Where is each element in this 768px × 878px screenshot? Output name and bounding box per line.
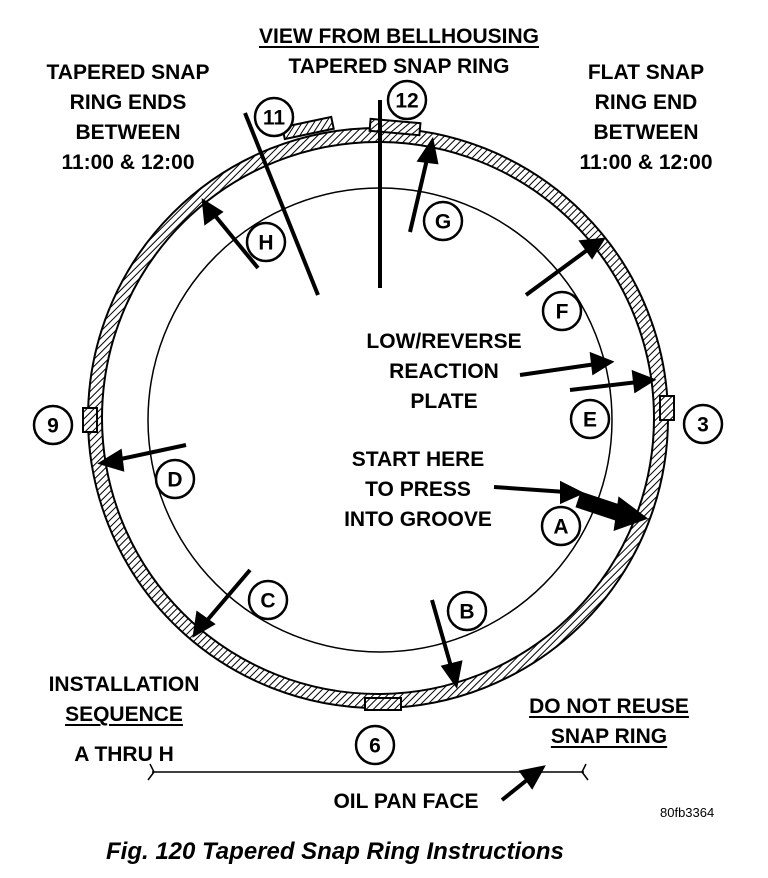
seq-c-label: C (260, 590, 275, 613)
reuse-label-line-2: SNAP RING (550, 725, 668, 748)
seq-e-circle (569, 398, 611, 440)
start-label-line-2: TO PRESS (365, 478, 471, 501)
tapered-note-line-1: TAPERED SNAP (46, 61, 210, 84)
clock-12-label: 12 (395, 90, 418, 113)
oil-pan-face-line (147, 763, 589, 781)
clock-6-circle (354, 724, 396, 766)
seq-a-circle (540, 505, 582, 547)
sequence-circles (154, 200, 611, 632)
plate-label-line-2: REACTION (389, 360, 499, 383)
clock-9-circle (32, 404, 74, 446)
clock-3-circle (682, 403, 724, 445)
seq-e-label: E (583, 409, 597, 432)
clock-11-circle (253, 96, 295, 138)
start-label: START HERE TO PRESS INTO GROOVE (318, 445, 518, 535)
seq-a-label: A (553, 516, 568, 539)
plate-label: LOW/REVERSE REACTION PLATE (334, 327, 554, 417)
tapered-note-line-2: RING ENDS (69, 91, 187, 114)
seq-h-circle (245, 221, 287, 263)
plate-label-line-3: PLATE (410, 390, 478, 413)
seq-f-label: F (556, 301, 569, 324)
start-label-line-3: INTO GROOVE (344, 508, 492, 531)
install-label-line-1: INSTALLATION (48, 673, 200, 696)
plate-label-line-1: LOW/REVERSE (366, 330, 522, 353)
seq-g-circle (422, 200, 464, 242)
seq-c-circle (247, 579, 289, 621)
view-title: VIEW FROM BELLHOUSING (259, 25, 539, 48)
clock-6-label: 6 (369, 735, 381, 758)
tapered-note-line-3: BETWEEN (75, 121, 181, 144)
install-label-line-3: A THRU H (74, 743, 174, 766)
clock-9-label: 9 (47, 415, 59, 438)
flat-note-line-1: FLAT SNAP (587, 61, 705, 84)
seq-g-label: G (435, 211, 451, 234)
tapered-note-line-4: 11:00 & 12:00 (61, 151, 195, 174)
tapered-end-line (243, 112, 320, 296)
seq-h-label: H (258, 232, 273, 255)
seq-f-circle (541, 290, 583, 332)
ring-title: TAPERED SNAP RING (288, 55, 510, 78)
reuse-label-line-1: DO NOT REUSE (529, 695, 689, 718)
flat-note-line-3: BETWEEN (593, 121, 699, 144)
clock-11-label: 11 (263, 107, 286, 130)
clock-3-label: 3 (697, 414, 709, 437)
seq-b-circle (446, 590, 488, 632)
figure-code: 80fb3364 (660, 805, 715, 820)
clock-12-circle (386, 79, 428, 121)
ring-lugs (82, 115, 675, 711)
sequence-arrows (97, 136, 657, 802)
figure-caption: Fig. 120 Tapered Snap Ring Instructions (106, 838, 564, 865)
flat-note: FLAT SNAP RING END BETWEEN 11:00 & 12:00 (536, 58, 756, 178)
seq-d-circle (154, 458, 196, 500)
flat-note-line-4: 11:00 & 12:00 (579, 151, 713, 174)
flat-note-line-2: RING END (594, 91, 698, 114)
seq-b-label: B (459, 601, 474, 624)
start-label-line-1: START HERE (351, 448, 485, 471)
seq-d-label: D (167, 469, 182, 492)
tapered-note: TAPERED SNAP RING ENDS BETWEEN 11:00 & 1… (18, 58, 238, 178)
install-label-line-2: SEQUENCE (65, 703, 183, 726)
oil-pan-face-label: OIL PAN FACE (333, 790, 479, 813)
clock-marks (32, 79, 724, 766)
